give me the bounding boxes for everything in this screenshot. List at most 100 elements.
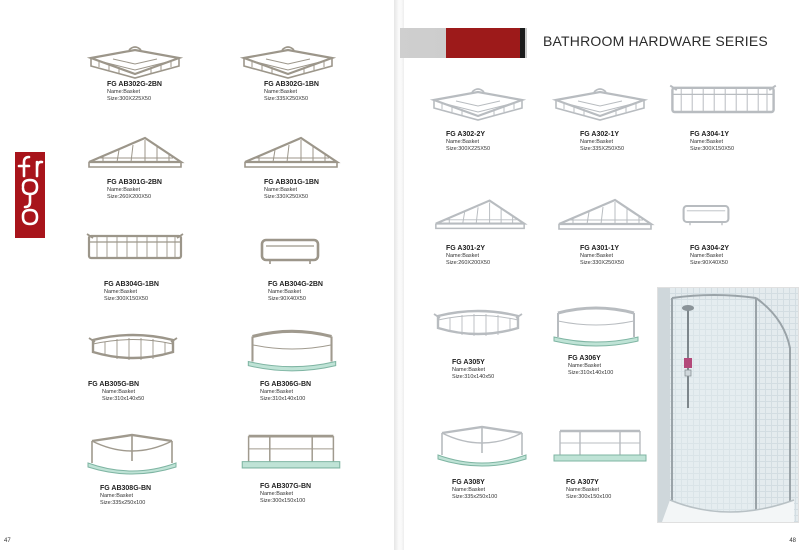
product-card: FG AB302G-2BN Name:Basket Size:300X225X5… <box>85 44 197 103</box>
glass-rectangular-basket-image <box>238 426 344 476</box>
product-name: Name:Basket <box>260 389 294 395</box>
product-name: Name:Basket <box>260 491 294 497</box>
product-size: Size:335X250X50 <box>264 96 309 102</box>
product-code: FG AB302G-1BN <box>264 81 319 88</box>
series-header-title-box <box>527 28 800 58</box>
small-basket-image <box>666 196 746 232</box>
corner-basket-image <box>85 44 185 80</box>
product-name: Name:Basket <box>268 289 302 295</box>
product-size: Size:310x140x50 <box>452 374 495 380</box>
corner-basket-image <box>548 86 652 122</box>
product-code: FG A301-1Y <box>580 245 620 252</box>
product-size: Size:300x150x100 <box>566 494 612 500</box>
product-name: Name:Basket <box>264 187 298 193</box>
product-code: FG AB308G-BN <box>100 485 152 492</box>
glass-oval-basket-image <box>240 324 344 374</box>
product-code: FG A305Y <box>452 359 485 366</box>
product-name: Name:Basket <box>690 139 724 145</box>
product-card: FG A307Y Name:Basket Size:300x150x100 <box>550 420 662 501</box>
product-size: Size:300X150X50 <box>104 296 149 302</box>
product-size: Size:310x140x100 <box>568 370 614 376</box>
product-name: Name:Basket <box>580 139 614 145</box>
product-card: FG A304-2Y Name:Basket Size:90X40X50 <box>666 196 778 267</box>
triangle-basket-image <box>85 134 185 170</box>
series-title: BATHROOM HARDWARE SERIES <box>543 33 768 49</box>
product-card: FG AB308G-BN Name:Basket Size:335x250x10… <box>82 428 194 507</box>
product-code: FG A301-2Y <box>446 245 486 252</box>
product-code: FG AB304G-1BN <box>104 281 159 288</box>
product-card: FG A306Y Name:Basket Size:310x140x100 <box>546 300 658 377</box>
product-code: FG AB307G-BN <box>260 483 312 490</box>
corner-basket-image <box>234 44 342 80</box>
product-code: FG A304-2Y <box>690 245 730 252</box>
product-size: Size:330X250X50 <box>580 260 625 266</box>
product-code: FG AB305G-BN <box>88 381 140 388</box>
page-number-left: 47 <box>4 538 11 544</box>
product-size: Size:260X200X50 <box>446 260 491 266</box>
product-card: FG AB301G-1BN Name:Basket Size:330X250X5… <box>238 134 350 201</box>
oval-basket-image <box>82 330 184 366</box>
product-name: Name:Basket <box>452 487 486 493</box>
product-size: Size:300X150X50 <box>690 146 735 152</box>
product-size: Size:335X250X50 <box>580 146 625 152</box>
glass-rectangular-basket-image <box>550 420 650 470</box>
page-number-right: 48 <box>789 538 796 544</box>
product-size: Size:335x250x100 <box>452 494 498 500</box>
product-code: FG AB301G-1BN <box>264 179 319 186</box>
product-card: FG A301-2Y Name:Basket Size:260X200X50 <box>432 196 544 267</box>
product-name: Name:Basket <box>446 253 480 259</box>
product-name: Name:Basket <box>264 89 298 95</box>
product-name: Name:Basket <box>446 139 480 145</box>
product-name: Name:Basket <box>568 363 602 369</box>
product-card: FG AB304G-1BN Name:Basket Size:300X150X5… <box>80 230 192 303</box>
product-card: FG A301-1Y Name:Basket Size:330X250X50 <box>548 196 660 267</box>
product-card: FG AB304G-2BN Name:Basket Size:90X40X50 <box>240 230 352 303</box>
triangle-basket-image <box>238 134 344 170</box>
product-code: FG A308Y <box>452 479 485 486</box>
product-name: Name:Basket <box>690 253 724 259</box>
product-card: FG A305Y Name:Basket Size:310x140x50 <box>428 304 540 381</box>
glass-corner-basket-image <box>432 420 532 470</box>
product-name: Name:Basket <box>100 493 134 499</box>
product-code: FG AB301G-2BN <box>107 179 162 186</box>
product-card: FG AB307G-BN Name:Basket Size:300x150x10… <box>238 426 350 505</box>
product-size: Size:335x250x100 <box>100 500 146 506</box>
product-size: Size:300x150x100 <box>260 498 306 504</box>
product-size: Size:260X200X50 <box>107 194 152 200</box>
product-size: Size:310x140x50 <box>102 396 145 402</box>
product-size: Size:90X40X50 <box>690 260 728 266</box>
product-name: Name:Basket <box>580 253 614 259</box>
book-gutter <box>394 0 406 550</box>
product-card: FG A302-1Y Name:Basket Size:335X250X50 <box>548 86 660 153</box>
product-name: Name:Basket <box>452 367 486 373</box>
oval-basket-image <box>428 304 528 344</box>
product-code: FG A304-1Y <box>690 131 730 138</box>
small-basket-image <box>240 230 340 270</box>
product-card: FG AB305G-BN Name:Basket Size:310x140x50 <box>82 330 194 403</box>
product-size: Size:330X250X50 <box>264 194 309 200</box>
product-name: Name:Basket <box>104 289 138 295</box>
series-header-divider <box>520 28 525 58</box>
product-name: Name:Basket <box>107 89 141 95</box>
corner-basket-image <box>428 86 528 122</box>
product-code: FG A307Y <box>566 479 599 486</box>
shower-enclosure-photo <box>657 287 799 523</box>
product-size: Size:300X225X50 <box>107 96 152 102</box>
glass-corner-basket-image <box>82 428 182 478</box>
product-code: FG AB302G-2BN <box>107 81 162 88</box>
product-card: FG AB301G-2BN Name:Basket Size:260X200X5… <box>85 134 197 201</box>
product-size: Size:310x140x100 <box>260 396 306 402</box>
product-name: Name:Basket <box>102 389 136 395</box>
product-size: Size:300X225X50 <box>446 146 491 152</box>
series-header-red-block <box>446 28 520 58</box>
triangle-basket-image <box>432 196 528 232</box>
left-page <box>0 0 396 550</box>
product-name: Name:Basket <box>566 487 600 493</box>
product-code: FG A302-1Y <box>580 131 620 138</box>
product-code: FG AB304G-2BN <box>268 281 323 288</box>
product-card: FG A302-2Y Name:Basket Size:300X225X50 <box>428 86 540 153</box>
brand-logo <box>15 152 45 238</box>
product-code: FG AB306G-BN <box>260 381 312 388</box>
product-card: FG AB306G-BN Name:Basket Size:310x140x10… <box>240 324 352 403</box>
product-code: FG A302-2Y <box>446 131 486 138</box>
